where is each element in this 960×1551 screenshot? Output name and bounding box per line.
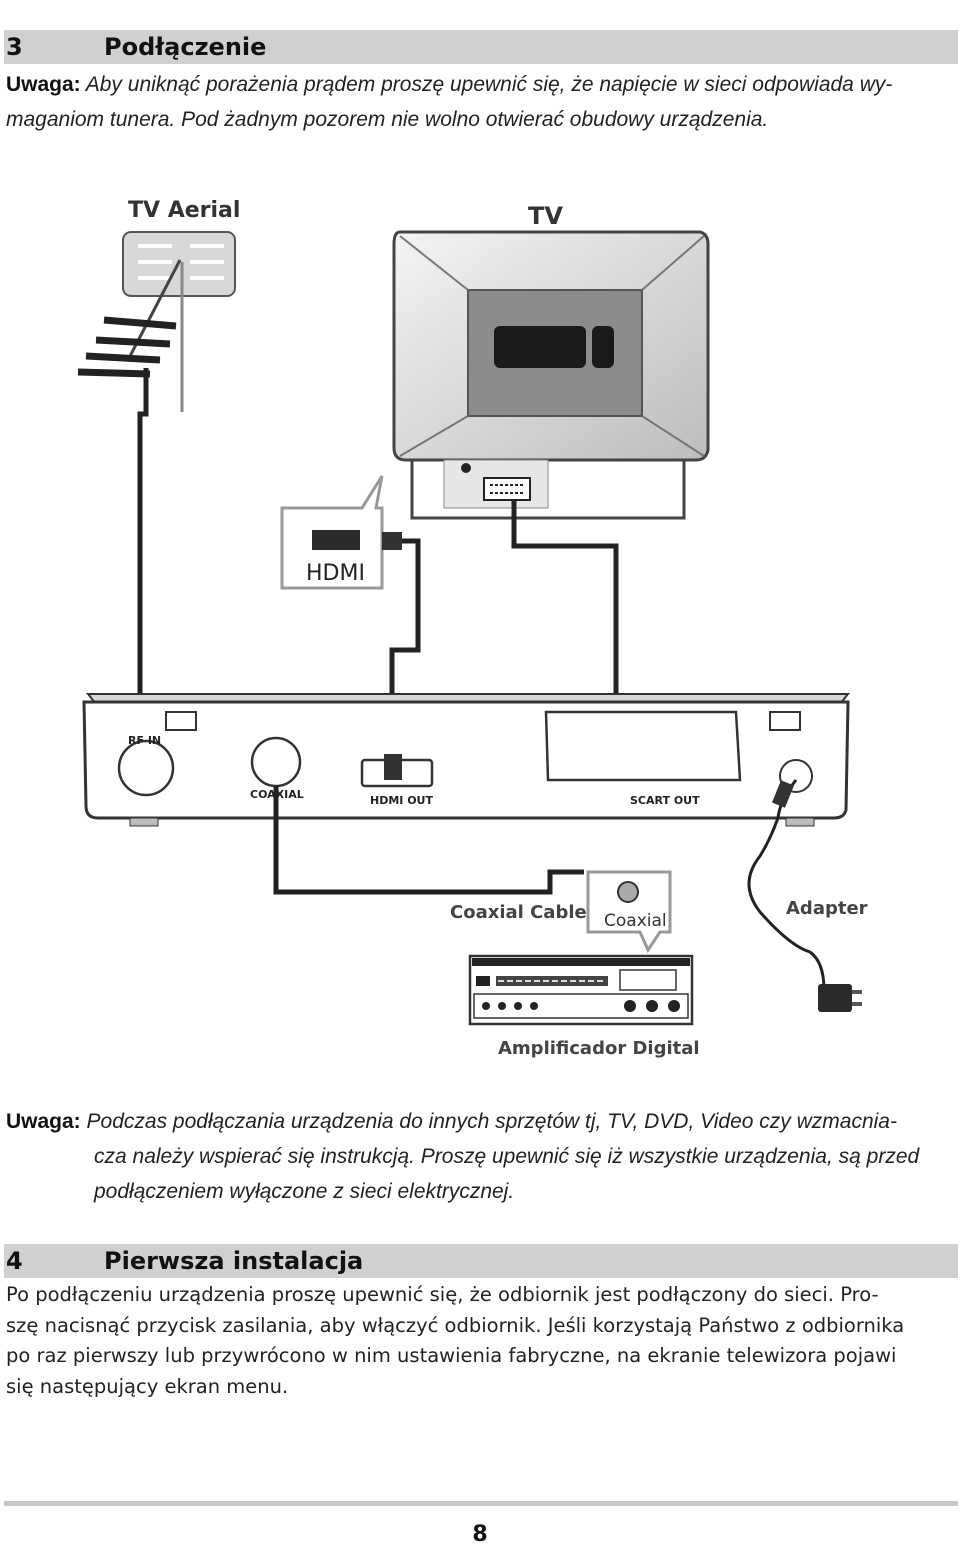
section-4-line4: się następujący ekran menu. [6,1374,289,1398]
scart-out-label: SCART OUT [630,794,700,807]
connection-diagram: TV Aerial TV [77,198,868,1059]
tv-icon [392,230,710,520]
adapter-label: Adapter [786,898,868,919]
section-4-header-bar [4,1244,958,1278]
page-number: 8 [472,1522,488,1547]
section-3-number: 3 [6,33,23,61]
section-4-line3: po raz pierwszy lub przywrócono w nim us… [6,1344,897,1367]
warning-note: Uwaga: Aby uniknąć porażenia prądem pros… [6,67,958,137]
warning-text-line2: maganiom tunera. Pod żadnym pozorem nie … [6,108,769,131]
section-4-number: 4 [6,1247,23,1275]
section-3-title: Podłączenie [104,33,267,61]
section-4-body: Po podłączeniu urządzenia proszę upewnić… [6,1280,958,1402]
adapter-plug-icon [818,984,862,1012]
hdmi-callout: HDMI [280,475,384,590]
warning-text-line1: Aby uniknąć porażenia prądem proszę upew… [85,73,893,96]
note-2: Uwaga: Podczas podłączania urządzenia do… [6,1104,958,1209]
footer-rule [4,1501,958,1506]
note-2-line3: podłączeniem wyłączone z sieci elektrycz… [94,1180,515,1203]
hdmi-label: HDMI [306,561,365,586]
coaxial-label: Coaxial [604,911,667,931]
section-4-line2: szę nacisnąć przycisk zasilania, aby włą… [6,1313,905,1337]
amplifier-label: Amplificador Digital [498,1038,700,1059]
note-2-label: Uwaga: [6,1110,81,1133]
rf-in-label: RF IN [128,734,161,747]
tv-label: TV [528,202,563,230]
receiver-icon [82,693,851,827]
coaxial-cable-label: Coaxial Cable [450,902,587,923]
warning-label: Uwaga: [6,73,81,96]
amplifier-icon [468,954,694,1026]
section-4-line1: Po podłączeniu urządzenia proszę upewnić… [6,1283,879,1306]
note-2-line2: cza należy wspierać się instrukcją. Pros… [94,1145,920,1168]
note-2-line1: Podczas podłączania urządzenia do innych… [86,1110,897,1133]
antenna-icon [77,231,236,412]
hdmi-out-label: HDMI OUT [370,794,433,807]
section-3-header-bar [4,30,958,64]
coaxial-callout: Coaxial [586,870,672,954]
tv-aerial-label: TV Aerial [128,198,240,223]
section-4-title: Pierwsza instalacja [104,1247,364,1275]
